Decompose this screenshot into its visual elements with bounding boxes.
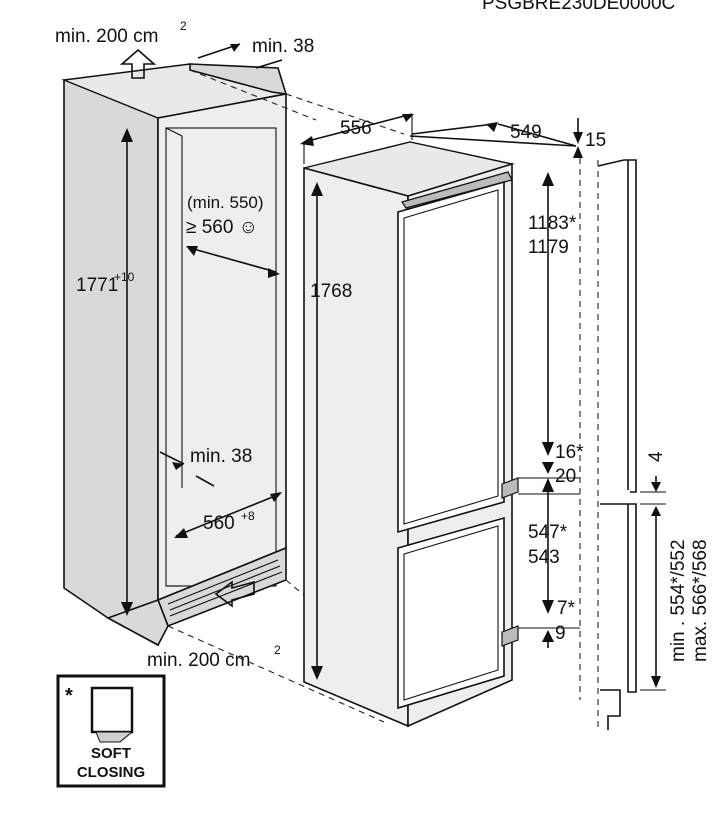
- niche-cabinet: [61, 63, 288, 647]
- inner-width-alt-label: (min. 550): [187, 193, 264, 212]
- top-ventilation-label: min. 200 cm: [55, 26, 158, 47]
- appliance-depth-label: 549: [510, 122, 542, 143]
- top-ventilation-arrow-icon: [119, 48, 157, 79]
- appliance-width-label: 556: [340, 118, 372, 139]
- soft-closing-door-icon: [90, 686, 134, 743]
- upper-door: [397, 180, 505, 534]
- inner-width-label: ≥ 560 ☺: [186, 217, 258, 238]
- bottom-offset-b: 9: [555, 623, 566, 644]
- bottom-width-label: 560: [203, 513, 235, 534]
- bottom-ventilation-sup: 2: [274, 643, 281, 657]
- lower-door: [397, 516, 505, 710]
- furniture-gap-label: 4: [646, 451, 667, 462]
- soft-closing-badge: * SOFT CLOSING: [56, 674, 166, 788]
- bottom-ventilation-label: min. 200 cm: [147, 650, 250, 671]
- bottom-width-sup: +8: [241, 509, 255, 523]
- furniture-door-profile: [597, 159, 637, 730]
- appliance-height-label: 1768: [310, 281, 352, 302]
- bottom-gap-label: min. 38: [190, 446, 252, 467]
- model-code: PSGBRE230DE0000C: [482, 0, 675, 14]
- badge-asterisk: *: [65, 685, 73, 707]
- badge-line2: CLOSING: [77, 764, 145, 781]
- niche-height-sup: +10: [114, 270, 135, 284]
- door-gap-b: 20: [555, 466, 576, 487]
- top-gap-label: min. 38: [252, 36, 314, 57]
- lower-door-height-b: 543: [528, 547, 560, 568]
- badge-line1: SOFT: [91, 745, 131, 762]
- top-offset-label: 15: [585, 130, 606, 151]
- furniture-door-min: min . 554*/552: [668, 539, 689, 662]
- furniture-door-max: max. 566*/568: [690, 539, 711, 662]
- niche-height-label: 1771: [76, 275, 118, 296]
- top-ventilation-sup: 2: [180, 19, 187, 33]
- bottom-ventilation-arrow-icon: [214, 580, 255, 608]
- upper-door-height-b: 1179: [528, 237, 569, 258]
- upper-door-height-a: 1183*: [528, 213, 577, 234]
- lower-door-height-a: 547*: [528, 522, 568, 543]
- door-gap-a: 16*: [555, 442, 584, 463]
- bottom-offset-a: 7*: [557, 598, 576, 619]
